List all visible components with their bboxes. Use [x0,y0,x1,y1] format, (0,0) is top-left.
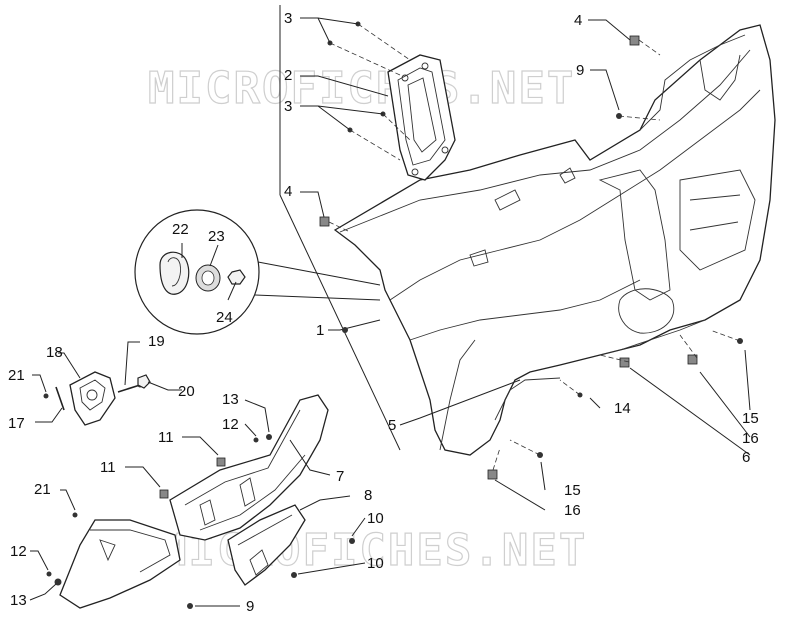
screw-9b [187,603,193,609]
callout-9a: 9 [576,62,584,79]
clip-4a [629,35,640,46]
callout-13a: 13 [222,391,239,408]
clip-16b [687,354,698,365]
callout-22: 22 [172,221,189,238]
callout-12a: 12 [222,416,239,433]
callout-10b: 10 [367,555,384,572]
callout-13b: 13 [10,592,27,609]
clip-16c [487,469,498,480]
screw-13a [266,434,272,440]
nut-part-24 [227,269,246,285]
callout-19: 19 [148,333,165,350]
callout-11b: 11 [100,459,116,476]
callout-labels: 3 2 3 4 9 4 22 23 24 1 18 19 21 20 17 5 … [8,10,759,615]
clip-part-22 [159,251,190,295]
callout-2: 2 [284,67,292,84]
callout-12b: 12 [10,543,27,560]
callout-20: 20 [178,383,195,400]
main-leg-shield-panel [333,24,776,456]
assembly-dashed-lines [328,23,741,471]
bolt-part-21a [43,386,65,411]
grommet-part-20 [137,374,151,389]
callout-16a: 16 [742,430,759,447]
callout-14: 14 [614,400,631,417]
callout-5: 5 [388,417,396,434]
callout-15b: 15 [564,482,581,499]
handle-plate [387,54,456,181]
callout-6: 6 [742,449,750,466]
callout-7: 7 [336,468,344,485]
detail-circle [134,209,381,335]
callout-21b: 21 [34,481,51,498]
nut-13b [54,578,62,586]
hardware-group [46,21,743,609]
callout-4b: 4 [284,183,292,200]
callout-3b: 3 [284,98,292,115]
callout-1: 1 [316,322,324,339]
callout-18: 18 [46,344,63,361]
washer-12b [46,571,52,577]
callout-8: 8 [364,487,372,504]
callout-16b: 16 [564,502,581,519]
bracket-part-18 [69,371,116,426]
screw-21b [72,512,78,518]
callout-3a: 3 [284,10,292,27]
clip-16a [619,357,630,368]
callout-10a: 10 [367,510,384,527]
callout-15a: 15 [742,410,759,427]
small-cover-part-8 [227,504,306,586]
callout-23: 23 [208,228,225,245]
left-tip-cover [59,519,181,609]
callout-11a: 11 [158,429,174,446]
callout-4a: 4 [574,12,582,29]
washer-part-23 [195,264,221,292]
callout-24: 24 [216,309,233,326]
screw-10b [291,572,297,578]
callout-21a: 21 [8,367,25,384]
callout-17: 17 [8,415,25,432]
clip-11a [216,457,226,467]
callout-9b: 9 [246,598,254,615]
washer-12a [253,437,259,443]
clip-4b [319,216,330,227]
screw-10a [349,538,355,544]
leader-lines [29,5,751,607]
clip-11b [159,489,169,499]
lower-cover-part-7 [169,394,329,541]
